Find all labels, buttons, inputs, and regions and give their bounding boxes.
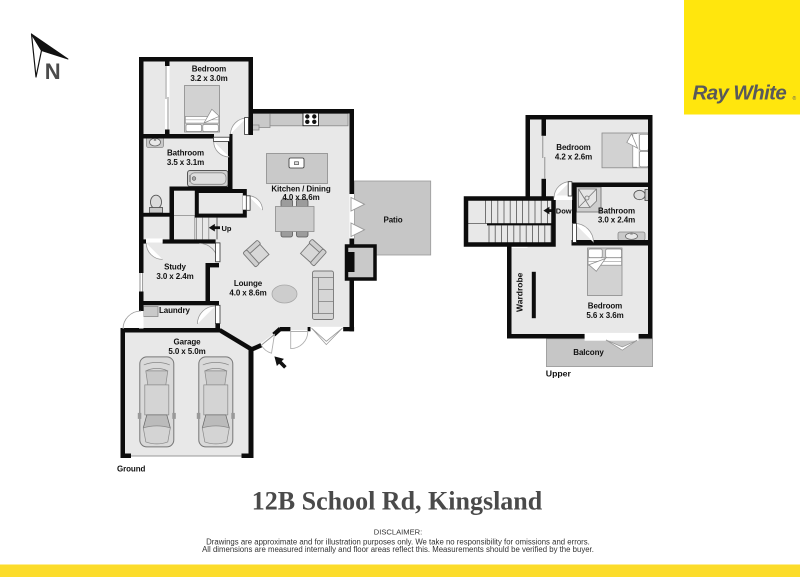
svg-text:4.0 x 8.6m: 4.0 x 8.6m xyxy=(229,288,266,297)
svg-text:DISCLAIMER:: DISCLAIMER: xyxy=(374,528,423,537)
svg-text:Study: Study xyxy=(164,263,186,272)
svg-text:3.2 x 3.0m: 3.2 x 3.0m xyxy=(190,74,227,83)
svg-text:4.0 x 8.6m: 4.0 x 8.6m xyxy=(282,193,319,202)
svg-text:Bathroom: Bathroom xyxy=(598,206,635,215)
svg-text:Kitchen / Dining: Kitchen / Dining xyxy=(271,185,331,194)
svg-text:Balcony: Balcony xyxy=(573,348,604,357)
svg-text:Drawings are approximate and f: Drawings are approximate and for illustr… xyxy=(206,537,590,546)
svg-text:Down: Down xyxy=(556,207,577,216)
svg-text:Bedroom: Bedroom xyxy=(192,65,226,74)
svg-text:Laundry: Laundry xyxy=(159,306,191,315)
svg-text:Wardrobe: Wardrobe xyxy=(514,272,524,312)
svg-text:N: N xyxy=(45,59,61,84)
svg-text:Patio: Patio xyxy=(383,215,402,224)
svg-text:Lounge: Lounge xyxy=(234,279,263,288)
svg-text:5.0 x 5.0m: 5.0 x 5.0m xyxy=(168,347,205,356)
svg-text:Ground: Ground xyxy=(117,465,145,474)
svg-text:Bedroom: Bedroom xyxy=(588,302,622,311)
svg-text:Upper: Upper xyxy=(546,369,572,379)
svg-text:3.5 x 3.1m: 3.5 x 3.1m xyxy=(167,158,204,167)
svg-text:Garage: Garage xyxy=(174,338,202,347)
svg-text:Bedroom: Bedroom xyxy=(556,143,590,152)
svg-text:3.0 x 2.4m: 3.0 x 2.4m xyxy=(598,216,635,225)
svg-text:12B School Rd, Kingsland: 12B School Rd, Kingsland xyxy=(252,487,543,516)
svg-text:Bathroom: Bathroom xyxy=(167,149,204,158)
svg-text:®: ® xyxy=(793,95,797,102)
svg-text:3.0 x 2.4m: 3.0 x 2.4m xyxy=(156,272,193,281)
svg-text:Ray White: Ray White xyxy=(693,82,787,105)
svg-text:Up: Up xyxy=(222,224,232,233)
svg-text:5.6 x 3.6m: 5.6 x 3.6m xyxy=(586,311,623,320)
svg-text:4.2 x 2.6m: 4.2 x 2.6m xyxy=(555,153,592,162)
svg-text:All dimensions are measured in: All dimensions are measured internally a… xyxy=(202,545,594,554)
